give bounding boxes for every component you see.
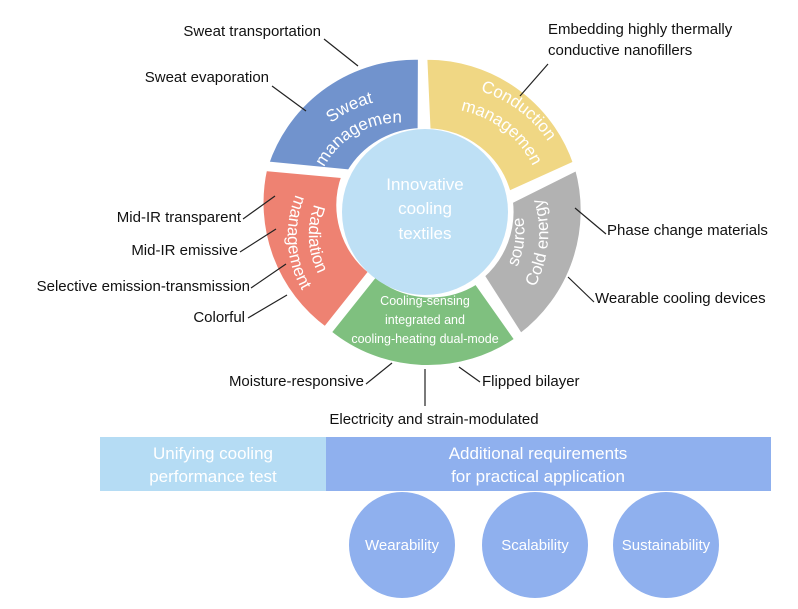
green-label-line1: Cooling-sensing [380, 294, 470, 308]
center-label-line1: Innovative [386, 175, 464, 194]
sustainability-label: Sustainability [622, 537, 711, 554]
wearability-label: Wearability [365, 537, 439, 554]
label-embedding-line2: conductive nanofillers [548, 42, 692, 59]
label-selective-emission: Selective emission-transmission [37, 278, 250, 295]
label-sweat-evaporation: Sweat evaporation [145, 69, 269, 86]
leader-mid-ir-transparent [242, 195, 276, 220]
label-sweat-transportation: Sweat transportation [183, 23, 321, 40]
bar-right-line2: for practical application [451, 467, 625, 486]
label-wearable-devices: Wearable cooling devices [595, 290, 766, 307]
label-flipped-bilayer: Flipped bilayer [482, 373, 580, 390]
leader-colorful [247, 294, 288, 319]
leader-phase-change [574, 207, 607, 235]
label-moisture-responsive: Moisture-responsive [229, 373, 364, 390]
label-phase-change: Phase change materials [607, 222, 768, 239]
cooling-sensing-segment [325, 270, 521, 371]
sweat-management-segment [263, 54, 423, 175]
cold-energy-source-segment [478, 164, 586, 340]
leader-flipped-bilayer [458, 366, 481, 383]
leader-sweat-evaporation [271, 85, 307, 112]
center-label-line3: textiles [399, 224, 452, 243]
scalability-circle [482, 492, 588, 598]
label-electricity-strain: Electricity and strain-modulated [329, 411, 538, 428]
leader-embedding [519, 63, 549, 97]
bar-left [100, 437, 326, 491]
label-embedding-line1: Embedding highly thermally [548, 21, 733, 38]
leader-mid-ir-emissive [239, 228, 277, 253]
bar-left-line2: performance test [149, 467, 277, 486]
leader-sweat-transportation [323, 38, 359, 67]
leader-selective-emission [250, 263, 287, 289]
green-label-line3: cooling-heating dual-mode [351, 332, 498, 346]
label-colorful: Colorful [193, 309, 245, 326]
bar-right-line1: Additional requirements [449, 444, 628, 463]
label-mid-ir-emissive: Mid-IR emissive [131, 242, 238, 259]
wearability-circle [349, 492, 455, 598]
green-label-line2: integrated and [385, 313, 465, 327]
bar-right [326, 437, 771, 491]
leader-moisture-responsive [365, 362, 393, 385]
label-mid-ir-transparent: Mid-IR transparent [117, 209, 242, 226]
bar-left-line1: Unifying cooling [153, 444, 273, 463]
center-label-line2: cooling [398, 199, 452, 218]
scalability-label: Scalability [501, 537, 569, 554]
sustainability-circle [613, 492, 719, 598]
leader-wearable-devices [567, 276, 595, 303]
center-circle [342, 129, 508, 295]
